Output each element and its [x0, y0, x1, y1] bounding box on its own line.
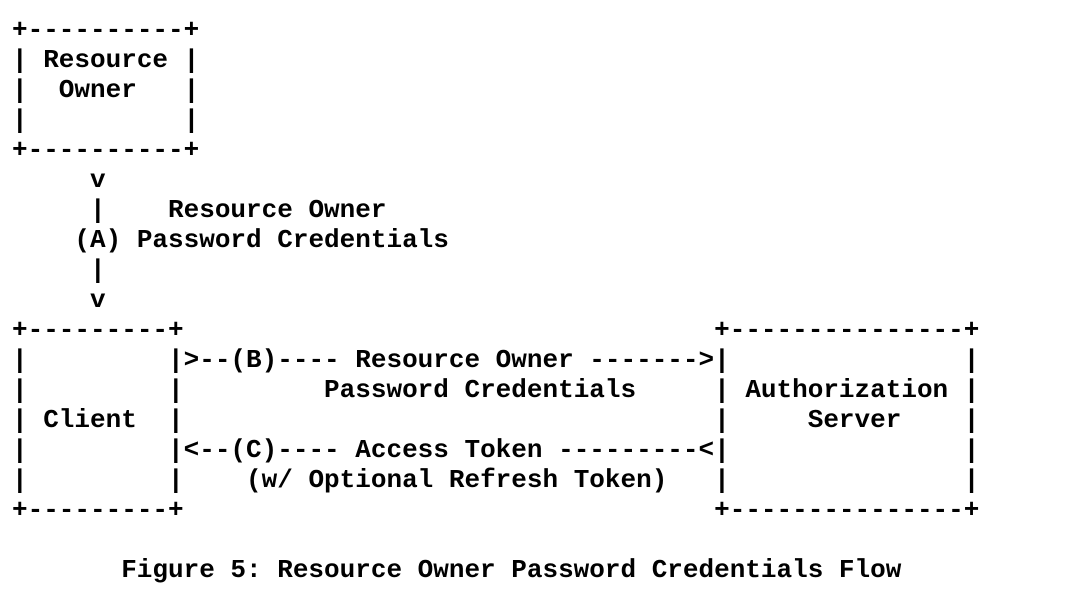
figure-caption: Figure 5: Resource Owner Password Creden…: [121, 555, 902, 585]
oauth-password-credentials-flow-diagram: +----------+ | Resource | | Owner | | | …: [12, 15, 980, 525]
